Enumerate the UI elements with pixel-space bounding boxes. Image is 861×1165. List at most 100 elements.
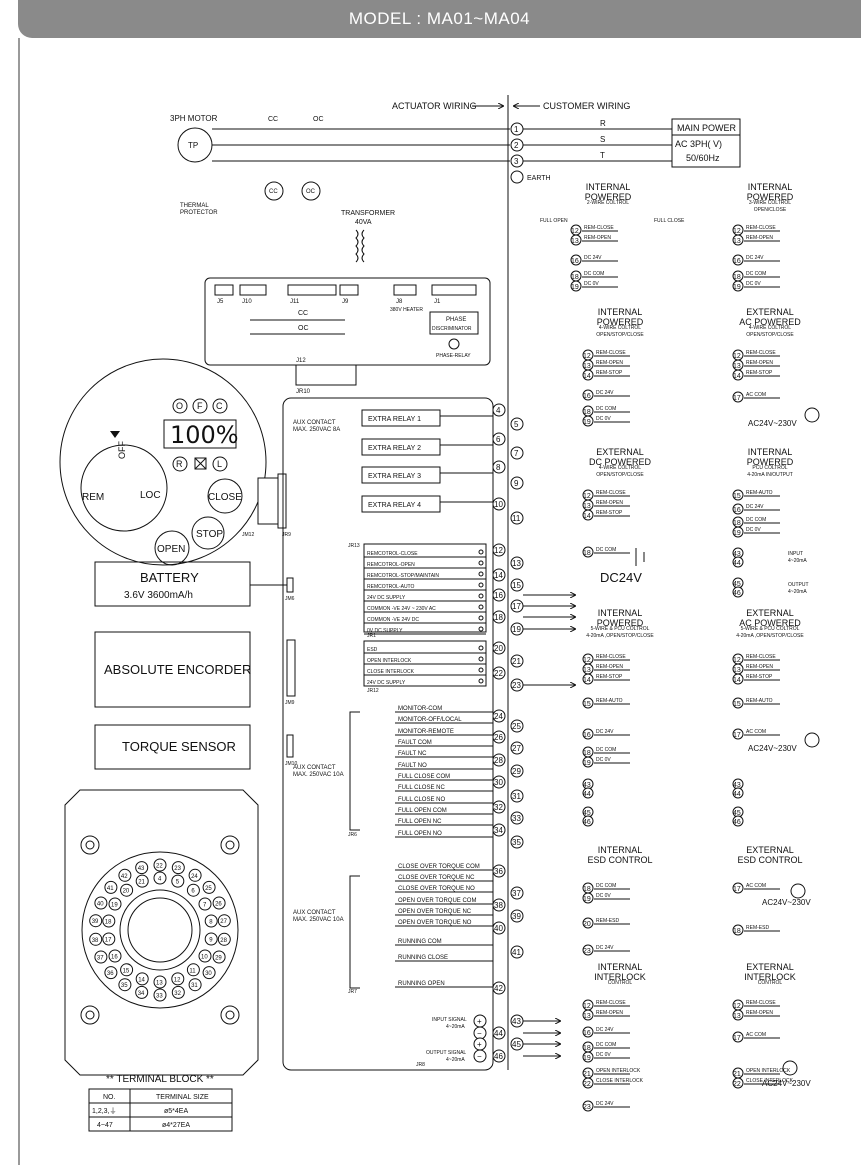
option-title: OPEN/STOP/CLOSE — [746, 332, 794, 338]
customer-terminal: 18 — [583, 886, 591, 893]
model-title: MODEL : MA01~MA04 — [348, 9, 531, 28]
terminal-pin-label: 31 — [191, 983, 198, 989]
terminal-6-label: 6 — [496, 435, 501, 444]
option-title: 4-WIRE COLTROL — [749, 325, 791, 331]
svg-text:OC: OC — [306, 189, 316, 195]
customer-terminal-label: REM-OPEN — [746, 1010, 773, 1016]
svg-text:INPUT SIGNAL: INPUT SIGNAL — [432, 1017, 467, 1023]
svg-text:3: 3 — [514, 157, 519, 166]
terminal-pin — [217, 932, 231, 946]
customer-terminal: 18 — [571, 274, 579, 281]
svg-text:JM9: JM9 — [285, 700, 295, 706]
customer-terminal-label: OPEN INTERLOCK — [596, 1068, 641, 1074]
jr1-item: 24V DC SUPPLY — [367, 595, 406, 601]
option-title: INTERNAL — [748, 447, 793, 457]
option-title: INTERNAL — [748, 182, 793, 192]
svg-text:ø5*4EA: ø5*4EA — [164, 1108, 188, 1115]
svg-text:J9: J9 — [342, 299, 349, 305]
terminal-27-label: 27 — [512, 744, 521, 753]
terminal-24 — [492, 709, 506, 723]
option-title: 5-WIRE & PCU COLTROL — [741, 626, 800, 632]
svg-text:J11: J11 — [290, 299, 300, 305]
open-button[interactable] — [154, 530, 190, 566]
svg-text:TP: TP — [188, 141, 198, 150]
customer-terminal-label: DC 24V — [746, 504, 764, 510]
customer-terminal-label: REM-CLOSE — [746, 350, 776, 356]
terminal-31 — [510, 789, 524, 803]
customer-terminal-label: REM-CLOSE — [596, 1000, 626, 1006]
terminal-pin-label: 8 — [209, 920, 213, 926]
svg-text:JM6: JM6 — [285, 596, 295, 602]
svg-text:3.6V 3600mA/h: 3.6V 3600mA/h — [124, 590, 193, 601]
terminal-30 — [492, 775, 506, 789]
jr6-item: MONITOR-COM — [398, 706, 442, 712]
svg-text:J1: J1 — [434, 299, 441, 305]
customer-terminal: 12 — [733, 657, 741, 664]
close-button[interactable] — [207, 478, 243, 514]
option-title: POWERED — [585, 192, 632, 202]
option-title: 4-20mA ,OPEN/STOP/CLOSE — [586, 633, 654, 639]
customer-terminal: 12 — [733, 353, 741, 360]
option-title: INTERNAL — [598, 845, 643, 855]
terminal-pin — [188, 868, 202, 882]
signal-polarity: + — [477, 1017, 482, 1026]
terminal-pin — [171, 874, 185, 888]
terminal-7-label: 7 — [514, 449, 519, 458]
svg-text:OC: OC — [298, 325, 309, 332]
option-title: 4-20mA ,OPEN/STOP/CLOSE — [736, 633, 804, 639]
customer-terminal: 13 — [733, 363, 741, 370]
customer-terminal-label: OPEN INTERLOCK — [746, 1068, 791, 1074]
stop-button[interactable] — [191, 516, 225, 550]
svg-text:40VA: 40VA — [355, 219, 372, 226]
terminal-pin — [204, 932, 218, 946]
customer-terminal-label: DC 24V — [584, 255, 602, 261]
customer-terminal: 43 — [583, 782, 591, 789]
svg-text:R: R — [600, 119, 606, 128]
jr6-item: FULL OPEN NO — [398, 831, 442, 837]
terminal-36 — [492, 864, 506, 878]
terminal-pin-label: 26 — [215, 902, 222, 908]
terminal-4-label: 4 — [496, 406, 501, 415]
svg-text:F: F — [197, 401, 203, 411]
terminal-pin-label: 34 — [138, 991, 145, 997]
customer-terminal: 13 — [583, 503, 591, 510]
terminal-pin-label: 35 — [121, 983, 128, 989]
svg-text:4~20mA: 4~20mA — [446, 1024, 465, 1030]
terminal-9-label: 9 — [514, 479, 519, 488]
terminal-21-label: 21 — [512, 657, 521, 666]
svg-text:S: S — [600, 135, 605, 144]
customer-terminal: 19 — [583, 760, 591, 767]
svg-text:JM12: JM12 — [242, 532, 254, 538]
svg-text:JR8: JR8 — [416, 1062, 425, 1068]
ac-range-label-2: AC24V~230V — [748, 744, 797, 753]
svg-text:OFF: OFF — [117, 441, 127, 459]
terminal-pin — [89, 932, 103, 946]
customer-terminal-label: REM-OPEN — [746, 360, 773, 366]
terminal-20-label: 20 — [494, 644, 503, 653]
svg-text:PHASE-RELAY: PHASE-RELAY — [436, 353, 471, 359]
option-title: ESD CONTROL — [587, 855, 652, 865]
terminal-pin-label: 15 — [123, 968, 130, 974]
customer-terminal: 19 — [583, 419, 591, 426]
customer-terminal: 12 — [571, 228, 579, 235]
terminal-35 — [510, 835, 524, 849]
terminal-pin-label: 32 — [174, 991, 181, 997]
terminal-29-label: 29 — [512, 767, 521, 776]
terminal-pin-label: 25 — [205, 886, 212, 892]
signal-polarity: + — [477, 1040, 482, 1049]
terminal-38-label: 38 — [494, 901, 503, 910]
customer-terminal: 43 — [733, 551, 741, 558]
customer-terminal-label: REM-OPEN — [596, 1010, 623, 1016]
customer-terminal-label: DC 0V — [596, 416, 611, 422]
customer-terminal: 18 — [583, 409, 591, 416]
terminal-33 — [510, 811, 524, 825]
customer-terminal: 16 — [583, 393, 591, 400]
signal-polarity: − — [477, 1052, 482, 1061]
terminal-37-label: 37 — [512, 889, 521, 898]
terminal-42 — [492, 981, 506, 995]
customer-terminal: 45 — [733, 810, 741, 817]
terminal-pin-label: 5 — [176, 880, 180, 886]
jr6-item: FAULT COM — [398, 740, 432, 746]
top-wiring: ACTUATOR WIRING CUSTOMER WIRING 3PH MOTO… — [170, 95, 741, 1070]
terminal-25 — [510, 719, 524, 733]
